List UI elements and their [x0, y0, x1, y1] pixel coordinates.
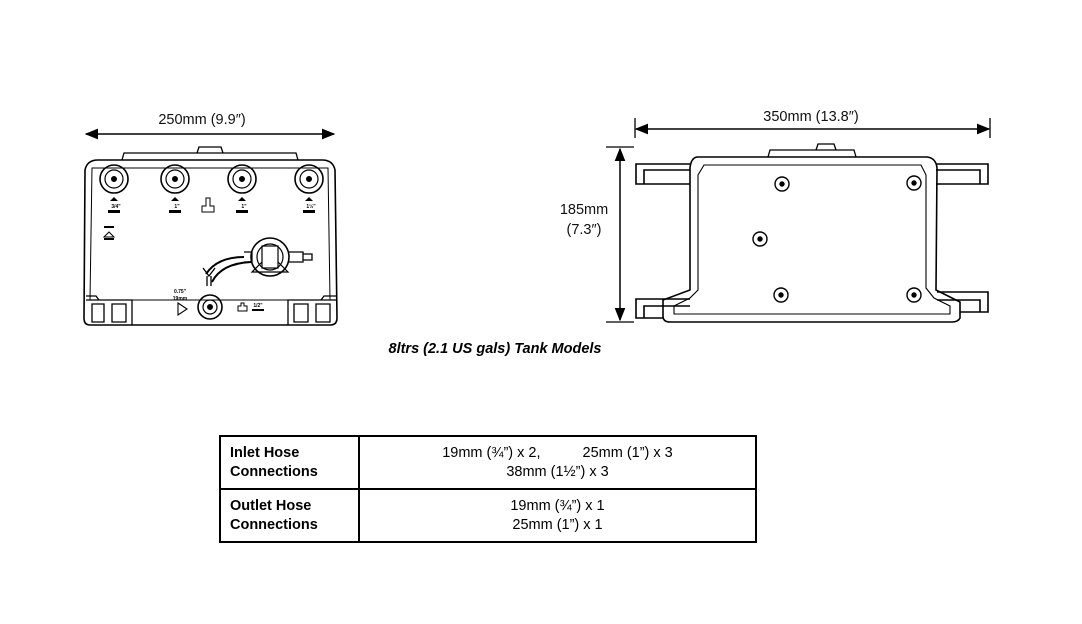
outlet-label-cell: Outlet Hose Connections	[219, 488, 360, 543]
mounting-foot-left	[86, 295, 133, 325]
front-view: 250mm (9.9″) 3/4" 1" 1"	[83, 112, 338, 326]
figure-caption: 8ltrs (2.1 US gals) Tank Models	[388, 341, 602, 357]
outlet-value-25mm: 25mm (1”) x 1	[512, 517, 603, 533]
inlet-port-1	[99, 164, 129, 194]
mounting-foot-right	[287, 295, 336, 325]
inlet-label-line-1: Inlet Hose	[230, 445, 300, 461]
inlet-value-38mm: 38mm (1½”) x 3	[506, 464, 609, 480]
outlet-port	[197, 294, 223, 320]
inlet-port-3	[227, 164, 257, 194]
top-view: 350mm (13.8″) 185mm (7.3″)	[560, 109, 991, 323]
outlet-label-line-2: Connections	[230, 517, 318, 533]
outlet-size-mm: 19mm	[173, 296, 188, 302]
inlet-size-3: 1"	[241, 204, 247, 210]
inlet-label-line-2: Connections	[230, 464, 318, 480]
inlet-value-25mm: 25mm (1”) x 3	[582, 445, 673, 461]
inlet-value-cell: 19mm (¾”) x 2, 25mm (1”) x 3 38mm (1½”) x…	[358, 435, 757, 490]
table-row-outlet: Outlet Hose Connections 19mm (¾”) x 1 25…	[219, 488, 757, 543]
inlet-size-4: 1½"	[306, 203, 316, 210]
inlet-markings: 3/4" 1" 1" 1½"	[102, 197, 316, 240]
inlet-port-4	[294, 164, 324, 194]
outlet-arrow-icon	[177, 301, 188, 317]
outlet-size-in: 0.75"	[174, 289, 187, 295]
inlet-value-line-1: 19mm (¾”) x 2, 25mm (1”) x 3	[360, 444, 755, 463]
outlet-value-cell: 19mm (¾”) x 1 25mm (1”) x 1	[358, 488, 757, 543]
outlet-value-19mm: 19mm (¾”) x 1	[510, 498, 605, 514]
table-row-inlet: Inlet Hose Connections 19mm (¾”) x 2, 25m…	[219, 435, 757, 490]
pump-assembly	[202, 237, 313, 286]
width-dimension-label-right: 350mm (13.8″)	[763, 109, 858, 125]
inlet-label-cell: Inlet Hose Connections	[219, 435, 360, 490]
inlet-value-19mm: 19mm (¾”) x 2,	[442, 445, 541, 461]
top-fittings	[752, 175, 922, 303]
inlet-size-2: 1"	[174, 204, 180, 210]
mounting-flanges	[635, 163, 989, 319]
vent-marking: 1/2"	[237, 302, 264, 312]
inlet-port-2	[160, 164, 190, 194]
height-dimension-label-mm: 185mm	[560, 202, 608, 218]
width-dimension-label-left: 250mm (9.9″)	[158, 112, 245, 128]
inlet-size-1: 3/4"	[111, 204, 121, 210]
vent-size: 1/2"	[253, 303, 263, 309]
hose-connections-table: Inlet Hose Connections 19mm (¾”) x 2, 25m…	[219, 435, 757, 543]
outlet-label-line-1: Outlet Hose	[230, 498, 312, 514]
height-dimension-label-in: (7.3″)	[567, 222, 602, 238]
